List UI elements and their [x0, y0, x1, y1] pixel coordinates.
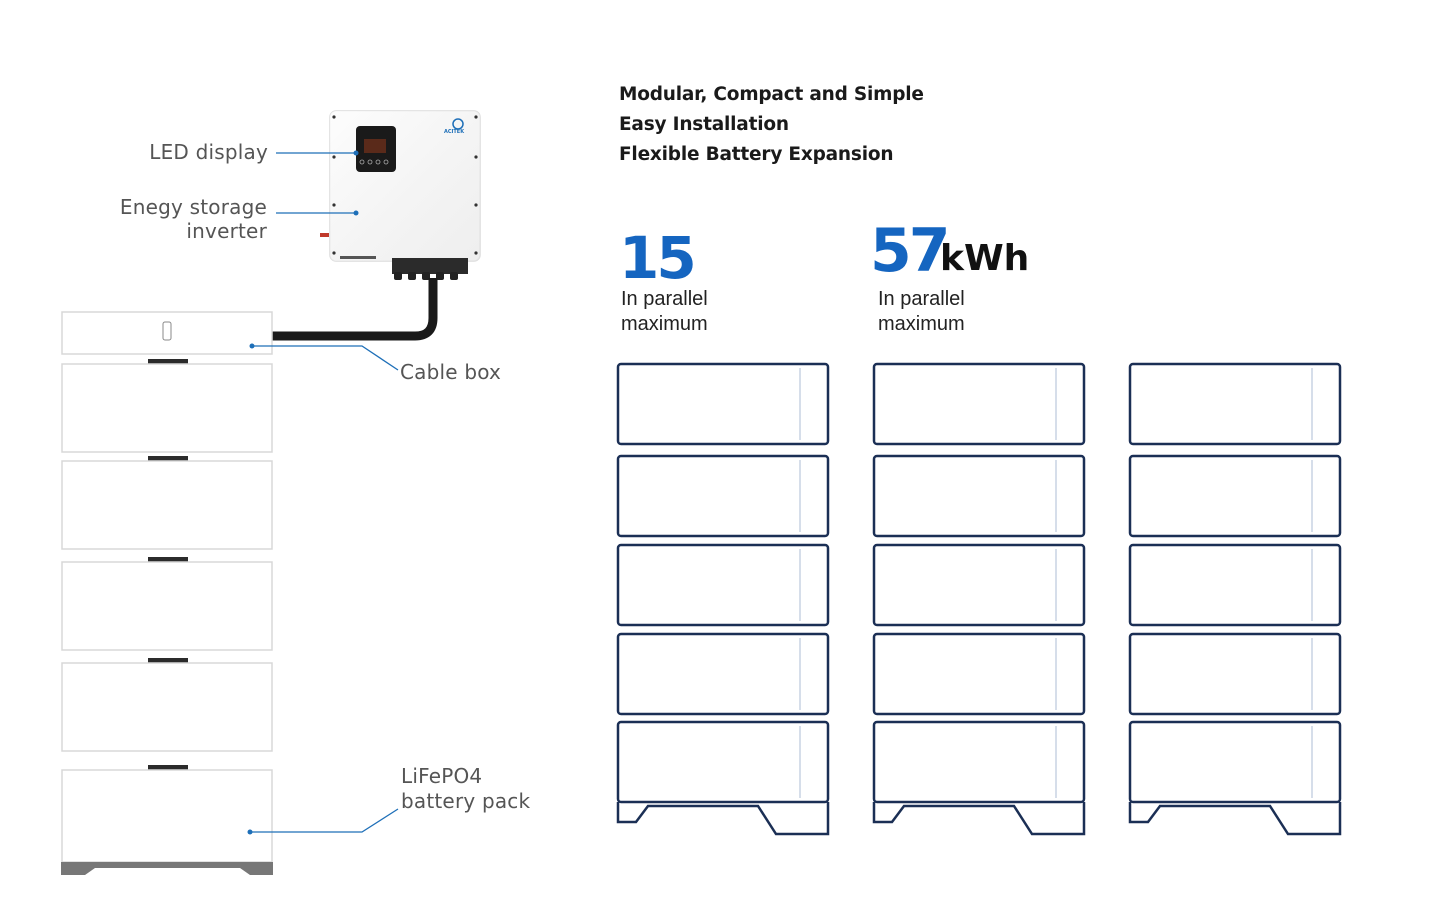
feature-modular: Modular, Compact and Simple	[619, 84, 924, 105]
cable	[272, 278, 438, 341]
battery-stack-outline	[872, 362, 1086, 836]
battery-label-line2: battery pack	[401, 789, 531, 813]
cable-box	[61, 311, 273, 355]
capacity-min-caption-line1: In parallel	[621, 288, 708, 310]
battery-module-outline	[872, 632, 1086, 716]
capacity-max-unit: kWh	[940, 238, 1030, 279]
stack-base-outline	[872, 802, 1086, 836]
cable-box-label: Cable box	[400, 360, 502, 384]
battery-stack-outline	[616, 362, 830, 836]
capacity-max-caption-line1: In parallel	[878, 288, 965, 310]
battery-module-outline	[1128, 543, 1342, 627]
callout-lines	[250, 152, 399, 833]
battery-module-outline	[616, 362, 830, 446]
inverter-label-line1: Enegy storage	[119, 195, 267, 219]
battery-module-outline	[872, 720, 1086, 804]
battery-module-outline	[872, 543, 1086, 627]
capacity-max-value: 57	[870, 216, 950, 286]
battery-module-outline	[616, 632, 830, 716]
inverter-brand-logo: ACITEK	[444, 129, 465, 135]
capacity-min-caption-line2: maximum	[621, 313, 708, 335]
battery-module-outline	[1128, 362, 1342, 446]
capacity-max-caption-line2: maximum	[878, 313, 965, 335]
battery-module-outline	[1128, 720, 1342, 804]
inverter-label-line2: inverter	[186, 219, 267, 243]
battery-label-line1: LiFePO4	[401, 764, 483, 788]
feature-installation: Easy Installation	[619, 114, 789, 135]
stack-base-outline	[1128, 802, 1342, 836]
capacity-min-value: 15	[619, 224, 697, 292]
battery-module-outline	[872, 454, 1086, 538]
battery-stack	[61, 311, 273, 875]
battery-module-outline	[872, 362, 1086, 446]
led-display-label: LED display	[149, 140, 268, 164]
battery-module-outline	[1128, 632, 1342, 716]
battery-stack-outline	[1128, 362, 1342, 836]
battery-module-outline	[616, 543, 830, 627]
feature-expansion: Flexible Battery Expansion	[619, 144, 894, 165]
battery-module-outline	[616, 454, 830, 538]
inverter-unit	[320, 110, 481, 280]
battery-module-outline	[616, 720, 830, 804]
stack-base-outline	[616, 802, 830, 836]
battery-module-outline	[1128, 454, 1342, 538]
